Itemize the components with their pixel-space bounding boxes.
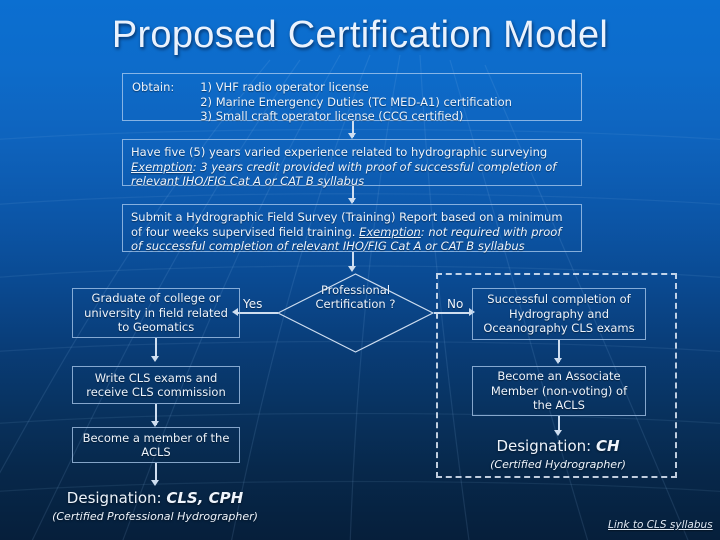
connector-write-exams-to-member <box>155 404 157 425</box>
box-experience: Have five (5) years varied experience re… <box>122 139 582 189</box>
decision-professional-certification: Professional Certification ? <box>277 273 434 353</box>
arrow-experience-to-report <box>348 198 356 204</box>
obtain-item-3: 3) Small craft operator license (CCG cer… <box>200 109 464 123</box>
connector-associate-to-designation-right <box>558 416 560 433</box>
graduate-label: Graduate of college or university in fie… <box>84 291 228 335</box>
associate-path-group-outline <box>436 273 677 478</box>
page-title: Proposed Certification Model <box>111 14 609 56</box>
box-graduate: Graduate of college or university in fie… <box>72 288 240 338</box>
report-exemption-label: Exemption <box>359 224 421 239</box>
designation-right-prefix: Designation: <box>496 437 596 455</box>
connector-obtain-to-experience <box>352 121 354 137</box>
arrow-member-to-designation-left <box>151 480 159 486</box>
associate-member-label: Become an Associate Member (non-voting) … <box>490 369 628 413</box>
successful-completion-label: Successful completion of Hydrography and… <box>483 292 635 336</box>
connector-graduate-to-write-exams <box>155 338 157 359</box>
arrow-exams-to-associate <box>554 358 562 364</box>
member-acls-label: Become a member of the ACLS <box>82 430 230 460</box>
connector-decision-to-exams <box>434 312 471 314</box>
box-successful-completion: Successful completion of Hydrography and… <box>472 288 646 340</box>
report-main: Submit a Hydrographic Field Survey (Trai… <box>131 210 563 239</box>
designation-left-code: CLS, CPH <box>166 489 244 507</box>
connector-report-to-decision <box>352 252 354 267</box>
arrow-obtain-to-experience <box>348 133 356 139</box>
designation-right: Designation: CH (Certified Hydrographer) <box>448 437 668 471</box>
experience-exemption-text: : 3 years credit provided with proof of … <box>131 159 557 189</box>
connector-exams-to-associate <box>558 340 560 362</box>
arrow-associate-to-designation-right <box>554 430 562 436</box>
branch-label-yes: Yes <box>243 297 263 311</box>
box-write-cls-exams: Write CLS exams and receive CLS commissi… <box>72 366 240 404</box>
designation-right-code: CH <box>595 437 620 455</box>
experience-exemption-label: Exemption <box>131 159 193 174</box>
box-obtain: Obtain: 1) VHF radio operator license 2)… <box>122 73 582 123</box>
branch-label-no: No <box>447 297 464 311</box>
designation-left-sub: (Certified Professional Hydrographer) <box>52 510 258 523</box>
designation-right-sub: (Certified Hydrographer) <box>490 458 626 471</box>
box-field-report: Submit a Hydrographic Field Survey (Trai… <box>122 204 582 254</box>
connector-decision-to-graduate <box>238 312 278 314</box>
write-exams-label: Write CLS exams and receive CLS commissi… <box>86 370 226 400</box>
designation-left-prefix: Designation: <box>66 489 167 507</box>
experience-main: Have five (5) years varied experience re… <box>131 145 548 159</box>
report-exemption-text: : not required with proof of successful … <box>131 224 562 254</box>
box-become-member-acls: Become a member of the ACLS <box>72 427 240 463</box>
arrow-write-exams-to-member <box>151 421 159 427</box>
connector-experience-to-report <box>352 186 354 202</box>
arrow-decision-to-graduate <box>232 308 238 316</box>
obtain-label: Obtain: <box>132 80 175 94</box>
box-associate-member: Become an Associate Member (non-voting) … <box>472 366 646 416</box>
link-to-cls-syllabus[interactable]: Link to CLS syllabus <box>608 519 713 531</box>
arrow-graduate-to-write-exams <box>151 356 159 362</box>
arrow-report-to-decision <box>348 266 356 272</box>
decision-label: Professional Certification ? <box>315 283 396 311</box>
obtain-item-2: 2) Marine Emergency Duties (TC MED-A1) c… <box>200 94 512 109</box>
designation-left: Designation: CLS, CPH (Certified Profess… <box>30 489 280 523</box>
obtain-item-1: 1) VHF radio operator license <box>200 80 369 94</box>
connector-member-to-designation-left <box>155 463 157 483</box>
